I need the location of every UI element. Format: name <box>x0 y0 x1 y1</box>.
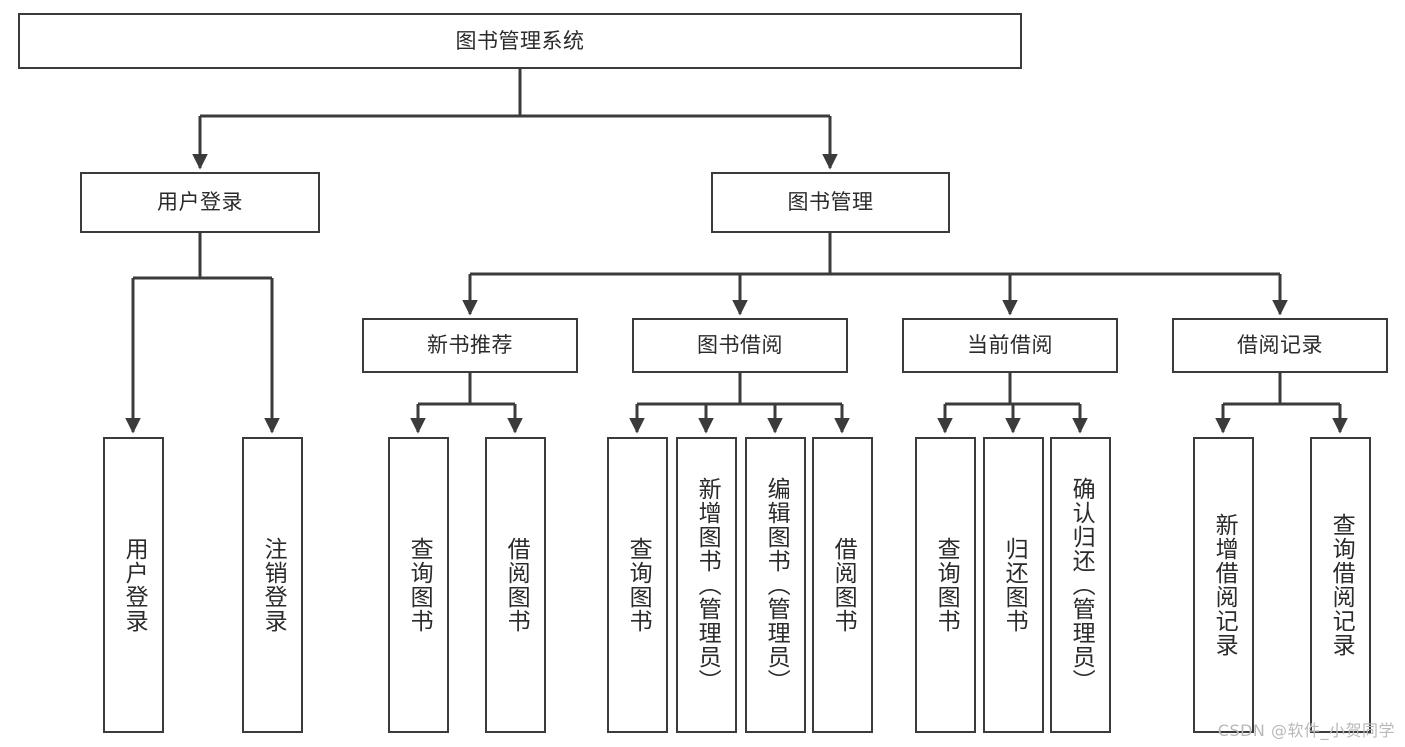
node-leaf-add-borrow-record-label: 新增借阅记录 <box>1211 513 1238 657</box>
node-leaf-query-borrow-record-label: 查询借阅记录 <box>1328 513 1355 657</box>
node-root-book-management-system[interactable]: 图书管理系统 <box>18 13 1022 69</box>
node-leaf-add-borrow-record[interactable]: 新增借阅记录 <box>1193 437 1254 733</box>
node-leaf-query-borrow-record[interactable]: 查询借阅记录 <box>1310 437 1371 733</box>
node-leaf-add-book-admin[interactable]: 新增图书（管理员） <box>676 437 737 733</box>
node-leaf-user-login-label: 用户登录 <box>121 537 148 633</box>
node-leaf-return-books-label: 归还图书 <box>1001 537 1028 633</box>
node-leaf-logout[interactable]: 注销登录 <box>242 437 303 733</box>
node-leaf-logout-label: 注销登录 <box>260 537 287 633</box>
node-leaf-borrow-books-new[interactable]: 借阅图书 <box>485 437 546 733</box>
node-leaf-query-books-new[interactable]: 查询图书 <box>388 437 449 733</box>
node-leaf-add-book-admin-label: 新增图书（管理员） <box>694 477 721 693</box>
node-current-borrowing-label: 当前借阅 <box>967 333 1053 358</box>
csdn-watermark: CSDN @软件_小贺同学 <box>1217 721 1395 740</box>
node-leaf-edit-book-admin-label: 编辑图书（管理员） <box>763 477 790 693</box>
node-leaf-user-login[interactable]: 用户登录 <box>103 437 164 733</box>
node-user-login[interactable]: 用户登录 <box>80 172 320 233</box>
node-leaf-borrow-books-borrow[interactable]: 借阅图书 <box>812 437 873 733</box>
node-leaf-query-books-current[interactable]: 查询图书 <box>915 437 976 733</box>
node-leaf-borrow-books-borrow-label: 借阅图书 <box>830 537 857 633</box>
node-leaf-confirm-return-admin[interactable]: 确认归还（管理员） <box>1050 437 1111 733</box>
node-leaf-confirm-return-admin-label: 确认归还（管理员） <box>1068 477 1095 693</box>
node-current-borrowing[interactable]: 当前借阅 <box>902 318 1118 373</box>
node-root-label: 图书管理系统 <box>455 28 585 53</box>
node-borrowing-record-label: 借阅记录 <box>1237 333 1323 358</box>
node-leaf-borrow-books-new-label: 借阅图书 <box>503 537 530 633</box>
node-leaf-return-books[interactable]: 归还图书 <box>983 437 1044 733</box>
node-book-management[interactable]: 图书管理 <box>711 172 950 233</box>
node-book-borrowing-label: 图书借阅 <box>697 333 783 358</box>
node-borrowing-record[interactable]: 借阅记录 <box>1172 318 1388 373</box>
node-leaf-query-books-borrow-label: 查询图书 <box>625 537 652 633</box>
node-user-login-label: 用户登录 <box>157 190 243 215</box>
node-new-book-recommendation[interactable]: 新书推荐 <box>362 318 578 373</box>
node-leaf-query-books-new-label: 查询图书 <box>406 537 433 633</box>
node-leaf-edit-book-admin[interactable]: 编辑图书（管理员） <box>745 437 806 733</box>
node-leaf-query-books-current-label: 查询图书 <box>933 537 960 633</box>
node-leaf-query-books-borrow[interactable]: 查询图书 <box>607 437 668 733</box>
node-book-management-label: 图书管理 <box>787 190 874 215</box>
node-new-book-recommendation-label: 新书推荐 <box>427 333 513 358</box>
node-book-borrowing[interactable]: 图书借阅 <box>632 318 848 373</box>
